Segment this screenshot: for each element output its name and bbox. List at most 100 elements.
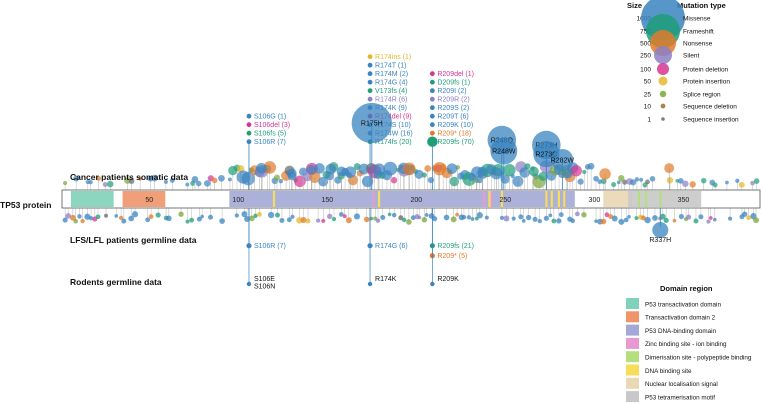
size-legend-value: 25 [644, 92, 652, 99]
somatic-marker [432, 161, 447, 176]
somatic-marker [372, 163, 385, 176]
germline-marker [118, 215, 124, 221]
domain-site [488, 191, 491, 207]
somatic-group-marker [429, 130, 435, 136]
domain-site [637, 191, 641, 207]
somatic-marker [227, 177, 232, 182]
somatic-mutation-label: R209del (1) [437, 71, 474, 78]
germline-marker [69, 214, 76, 221]
domain-legend-swatch [626, 391, 639, 403]
germline-marker [148, 214, 154, 220]
somatic-marker [753, 178, 760, 184]
germline-marker [305, 218, 311, 224]
rodent-track-label: Rodents germline data [70, 277, 162, 287]
germline-marker [241, 211, 248, 218]
germline-marker [611, 215, 618, 222]
size-legend-circle [660, 103, 666, 109]
somatic-marker [163, 179, 168, 184]
somatic-marker [700, 177, 707, 184]
somatic-marker [582, 169, 587, 175]
germline-marker [558, 212, 564, 218]
somatic-marker [138, 176, 142, 181]
somatic-marker [616, 180, 621, 185]
domain-site [659, 191, 662, 207]
somatic-marker [446, 163, 458, 174]
somatic-mutation-label: S106fs (5) [254, 131, 286, 138]
domain-site [377, 191, 381, 207]
domain-legend-swatch [626, 324, 639, 336]
germline-marker [219, 218, 225, 224]
germline-marker [185, 219, 190, 224]
type-legend-label: Nonsense [683, 41, 713, 48]
somatic-marker [195, 180, 202, 187]
germline-marker [166, 215, 172, 222]
germline-marker [286, 217, 292, 223]
somatic-marker [649, 176, 656, 182]
somatic-group-marker [367, 62, 373, 68]
somatic-mutation-label: D209fs (1) [437, 80, 470, 87]
germline-marker [424, 213, 429, 217]
germline-marker [65, 213, 71, 219]
domain-legend-title: Domain region [660, 284, 713, 293]
somatic-marker [503, 163, 516, 177]
size-legend-value: 50 [644, 79, 652, 86]
axis-tick-label: 100 [232, 197, 244, 204]
domain-region [122, 191, 166, 207]
germline-marker [618, 218, 625, 225]
size-legend-circle [658, 76, 668, 86]
somatic-marker [309, 171, 321, 183]
germline-marker [155, 212, 161, 218]
somatic-group-marker [429, 79, 435, 85]
size-legend-value: 100 [640, 67, 651, 74]
germline-marker [548, 213, 553, 218]
somatic-marker [336, 166, 347, 177]
axis-tick-label: 50 [145, 197, 153, 204]
germline-marker [532, 216, 538, 222]
domain-legend-label: P53 DNA-binding domain [645, 328, 717, 335]
size-legend-value: 250 [640, 53, 651, 60]
somatic-group-marker [429, 113, 435, 119]
somatic-marker [562, 168, 573, 179]
somatic-marker [88, 179, 93, 185]
somatic-marker [510, 173, 515, 179]
type-legend-label: Missense [683, 16, 711, 23]
domain-site [372, 191, 375, 207]
germline-marker [627, 214, 631, 219]
somatic-group-marker [367, 96, 373, 102]
size-legend-circle [659, 90, 667, 98]
germline-marker [279, 217, 285, 223]
size-legend-circle [657, 63, 669, 75]
germline-marker [708, 216, 713, 220]
germline-marker [678, 213, 685, 220]
germline-marker [178, 211, 184, 217]
type-legend-label: Silent [683, 53, 699, 60]
domain-site [563, 191, 566, 207]
germline-marker [342, 214, 347, 219]
somatic-marker [611, 181, 617, 188]
domain-site [645, 191, 648, 207]
somatic-group-marker [246, 122, 252, 128]
axis-tick-label: 300 [589, 197, 601, 204]
domain-legend-swatch [626, 351, 639, 363]
hotspot-marker [551, 148, 574, 172]
somatic-mutation-label: R209T (6) [437, 114, 468, 121]
domain-legend-label: Nuclear localisation signal [645, 381, 718, 388]
germline-marker [604, 212, 610, 218]
somatic-marker [512, 175, 524, 187]
germline-marker [353, 213, 361, 220]
rodent-mutation-label: R209K [437, 276, 459, 283]
somatic-group-marker [429, 96, 435, 102]
somatic-marker [477, 166, 488, 177]
germline-marker [570, 218, 576, 224]
somatic-mutation-label: R174G (4) [375, 80, 408, 87]
domain-legend-swatch [626, 311, 639, 323]
axis-tick-label: 250 [500, 197, 512, 204]
germline-mutation-label: R174G (6) [375, 243, 408, 250]
somatic-mutation-label: R174R (6) [375, 97, 407, 104]
germline-marker [128, 215, 135, 222]
germline-marker [200, 214, 204, 219]
somatic-marker [414, 169, 424, 179]
germline-marker [511, 216, 516, 221]
germline-marker [644, 216, 651, 224]
somatic-marker [314, 163, 325, 174]
